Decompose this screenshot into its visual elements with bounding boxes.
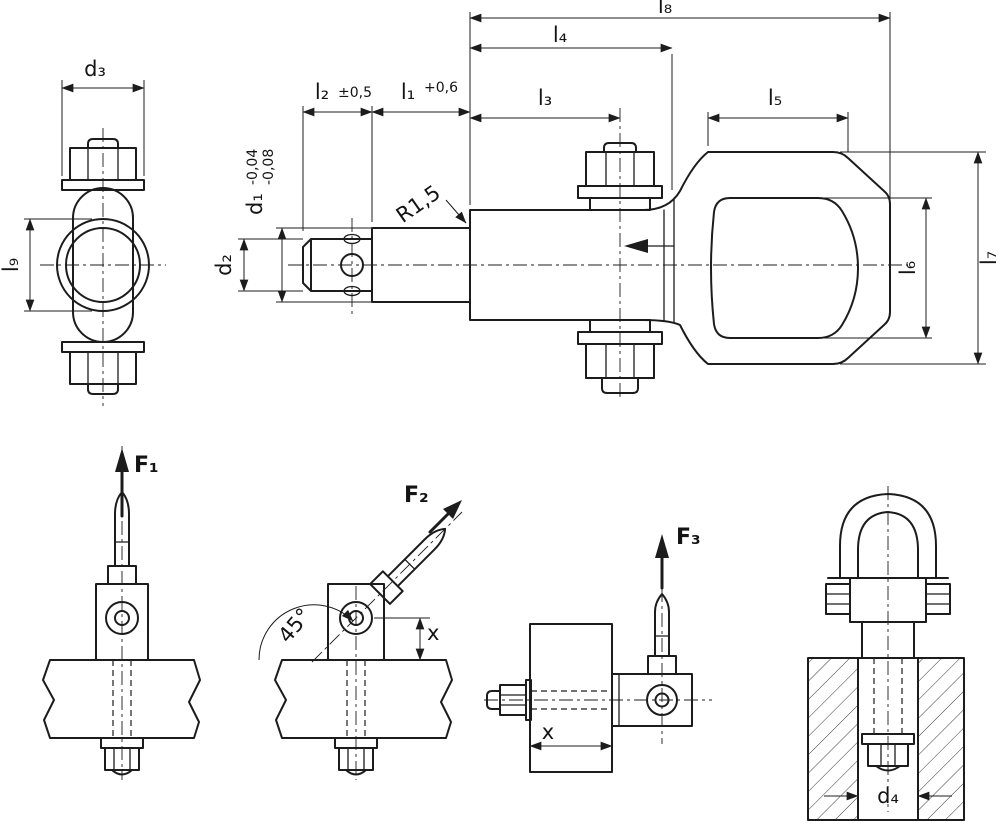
dim-l7-label: l₇ [977, 251, 1000, 265]
pivot-boss-outer [56, 218, 150, 312]
ring-opening [710, 197, 859, 339]
tilted-pin [369, 527, 447, 605]
mounting-plate [42, 659, 201, 739]
hex-nut-bottom [69, 351, 137, 385]
stud-tip-top [87, 138, 119, 149]
hex-nut-bottom [585, 343, 655, 379]
dim-l4-label: l₄ [553, 23, 567, 47]
dim-d1-tolerance-upper: -0,04 [245, 149, 261, 185]
dim-l9-label: l₉ [0, 258, 23, 272]
washer-left [525, 679, 532, 721]
fillet-radius-label: R1,5 [392, 180, 445, 227]
stud-tip-bottom [601, 377, 639, 394]
pivot-nut-right [925, 583, 951, 615]
load-example-f1: F₁ [42, 446, 201, 780]
centerline-tilted [311, 511, 463, 663]
nut-under-plate [338, 747, 374, 771]
pivot-boss-inner [65, 227, 141, 303]
dim-x-label: x [542, 720, 554, 744]
side-view: R1,5 l₈ l₄ l₃ l₂ ±0,5 l₁ +0,6 l₅ l₆ [212, 0, 1000, 400]
rotation-direction-arrow [624, 239, 648, 253]
stud-tip-top [603, 142, 637, 153]
pivot-boss [646, 684, 678, 716]
dim-l2-tolerance: ±0,5 [338, 85, 372, 101]
load-example-f3: F₃ x [484, 525, 712, 773]
dim-l1-label: l₁ [401, 80, 415, 104]
mounting-wall [529, 623, 613, 773]
washer-top [61, 179, 145, 191]
nut-in-bore [867, 743, 909, 767]
pin-collar [647, 655, 677, 675]
boss-top [589, 197, 651, 211]
mounting-plate [274, 659, 453, 739]
dim-l1-tolerance: +0,6 [424, 80, 458, 96]
stud-tip-bottom [87, 383, 119, 395]
force-f2-label: F₂ [404, 483, 429, 508]
dim-l2-label: l₂ [315, 80, 329, 104]
ring-outer [839, 493, 937, 579]
force-f2-arrowhead [443, 500, 462, 519]
pivot-boss [339, 601, 373, 635]
force-f1-arrowhead [115, 448, 129, 472]
dim-l3-label: l₃ [538, 86, 552, 110]
dim-d3-label: d₃ [84, 57, 106, 81]
ring-inner [857, 511, 919, 579]
nut-under-plate [104, 747, 140, 771]
force-f3-label: F₃ [676, 525, 701, 550]
shank [371, 227, 471, 303]
dim-d1-tolerance-lower: -0,08 [261, 149, 277, 185]
pivot-boss [105, 601, 139, 635]
stud-tip-left [486, 690, 501, 710]
dim-l5-label: l₅ [768, 86, 782, 110]
pin-groove-bottom [343, 285, 361, 297]
pin-shaft [114, 491, 130, 567]
angle-label: 45° [273, 604, 315, 648]
angle-arc [258, 604, 354, 661]
dim-d2-label: d₂ [212, 254, 236, 276]
force-f3-arrowhead [655, 534, 669, 558]
dim-d1-label: d₁ [243, 193, 267, 215]
threaded-pin [302, 238, 373, 292]
load-example-block: d₄ [807, 486, 965, 821]
dim-d4-label: d₄ [877, 784, 899, 808]
pin-groove-top [343, 233, 361, 245]
fillet-leader [445, 199, 467, 224]
dim-l6-label: l₆ [896, 261, 920, 275]
dim-l8-label: l₈ [658, 0, 672, 18]
pin-shaft [654, 593, 670, 657]
pivot-nut-left [825, 583, 851, 615]
dim-d1-label-group: d₁ -0,04 -0,08 [243, 149, 277, 215]
force-f1-label: F₁ [134, 453, 159, 478]
body-and-ring-outline [469, 151, 891, 365]
dim-x-label: x [427, 621, 439, 645]
front-view: d₃ l₉ [0, 57, 166, 406]
pin-ball-detent [340, 253, 364, 277]
block-outline [807, 657, 965, 821]
load-example-f2: F₂ 45° x [258, 483, 463, 780]
